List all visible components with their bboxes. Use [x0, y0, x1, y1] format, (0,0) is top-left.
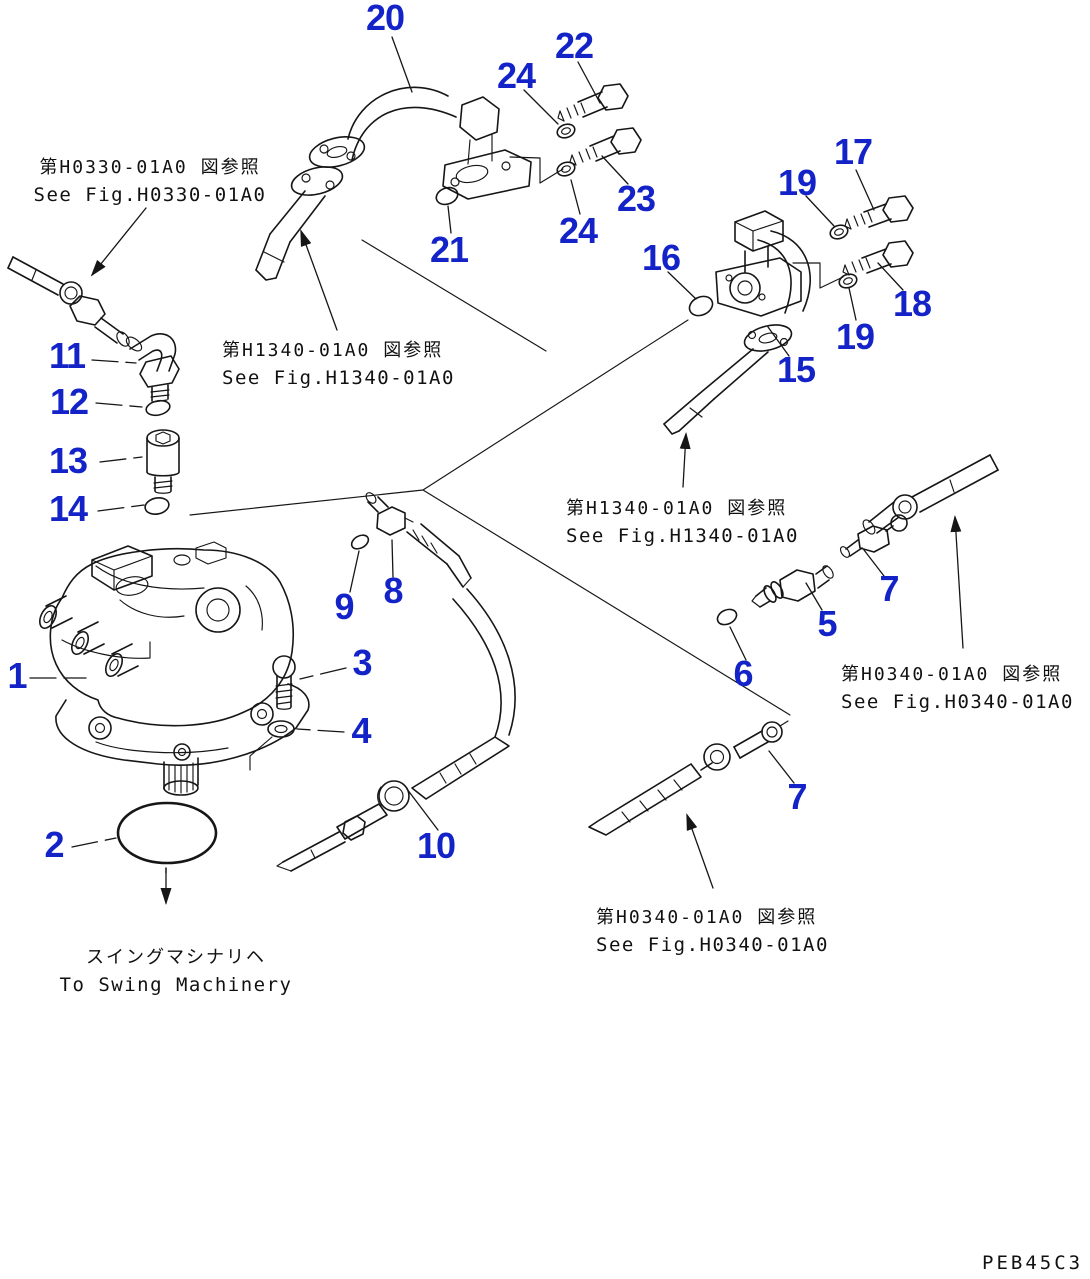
part-20-hose: [308, 86, 532, 200]
oring-12: [145, 399, 171, 417]
callout-13: 13: [48, 440, 88, 481]
oring-14: [144, 496, 170, 516]
callout-1: 1: [7, 655, 27, 696]
washer-19-top: [829, 224, 849, 240]
callout-14: 14: [48, 488, 88, 529]
fitting-7-top: [839, 514, 908, 558]
ref-note-h0340-upper: 第H0340-01A0 図参照 See Fig.H0340-01A0: [841, 660, 1074, 713]
ref-note-h1340-upper: 第H1340-01A0 図参照 See Fig.H1340-01A0: [222, 336, 455, 389]
washer-4: [249, 720, 295, 771]
oring-2: [116, 801, 218, 865]
callout-2: 2: [44, 824, 64, 865]
part-15-elbow: [663, 210, 811, 435]
fitting-13: [146, 429, 180, 494]
part-h0340-hose-upper: [862, 454, 999, 535]
bolt-22: [557, 83, 629, 122]
part-h0330-hose: [7, 256, 130, 347]
callout-7-b: 7: [787, 776, 807, 817]
callout-15: 15: [776, 349, 816, 390]
callout-11: 11: [48, 335, 86, 376]
callout-12: 12: [49, 381, 89, 422]
plug-9: [350, 534, 370, 550]
callout-22: 22: [554, 25, 594, 66]
note-arrows: [90, 207, 964, 905]
callout-19-a: 19: [777, 162, 817, 203]
part-10-hose: [276, 523, 516, 872]
bolt-23: [569, 127, 642, 166]
callout-7-a: 7: [879, 568, 899, 609]
ref-note-jp: 第H1340-01A0 図参照: [566, 498, 788, 519]
callout-10: 10: [416, 825, 456, 866]
part-code: PEB45C3: [982, 1252, 1084, 1274]
ref-note-jp: 第H0340-01A0 図参照: [596, 907, 818, 928]
part-h0340-hose-lower: [588, 743, 731, 836]
ref-note-en: See Fig.H1340-01A0: [566, 525, 799, 547]
callout-5: 5: [817, 603, 837, 644]
bolt-3: [272, 655, 296, 710]
ref-note-en: See Fig.H0340-01A0: [596, 934, 829, 956]
callout-18: 18: [892, 283, 932, 324]
part-h1340-pipe-upper: [255, 166, 344, 281]
ref-note-en: See Fig.H0330-01A0: [33, 184, 267, 206]
ref-note-jp: 第H1340-01A0 図参照: [222, 340, 444, 361]
callout-17: 17: [833, 131, 873, 172]
callout-3: 3: [352, 642, 372, 683]
ref-arrow-h0340-lower: [686, 813, 714, 889]
to-swing-machinery-note: スイングマシナリヘ To Swing Machinery: [56, 943, 296, 996]
callout-8: 8: [383, 570, 403, 611]
ref-arrow-h0330: [90, 207, 147, 277]
callout-24-a: 24: [496, 55, 536, 96]
callout-9: 9: [334, 586, 354, 627]
callout-19-b: 19: [835, 316, 875, 357]
ref-note-h0340-lower: 第H0340-01A0 図参照 See Fig.H0340-01A0: [596, 903, 829, 956]
callout-4: 4: [351, 710, 371, 751]
ref-arrow-h1340-lower: [679, 432, 691, 488]
bolt-17: [844, 195, 914, 230]
washer-24-top: [556, 123, 576, 139]
oring-16: [688, 295, 714, 317]
ref-note-en: See Fig.H0340-01A0: [841, 691, 1074, 713]
callout-23: 23: [616, 178, 656, 219]
to-swing-machinery-en: To Swing Machinery: [59, 974, 293, 996]
washer-19-bottom: [838, 273, 858, 289]
oring-6: [716, 608, 738, 626]
to-swing-machinery-jp: スイングマシナリヘ: [86, 947, 266, 968]
callout-20: 20: [365, 0, 405, 38]
ref-note-h0330: 第H0330-01A0 図参照 See Fig.H0330-01A0: [30, 153, 270, 206]
washer-24-bottom: [556, 161, 576, 177]
callout-6: 6: [733, 653, 753, 694]
ref-arrow-h0340-upper: [950, 515, 964, 649]
fitting-5: [751, 565, 834, 608]
part-1-swing-motor: [38, 541, 310, 796]
callout-24-b: 24: [558, 210, 598, 251]
oring-21: [435, 186, 459, 206]
ref-note-h1340-lower: 第H1340-01A0 図参照 See Fig.H1340-01A0: [566, 494, 799, 547]
callout-21: 21: [429, 229, 469, 270]
ref-arrow-h1340-upper: [300, 229, 338, 331]
ref-note-jp: 第H0340-01A0 図参照: [841, 664, 1063, 685]
elbow-11: [125, 333, 180, 403]
fitting-7-bottom: [733, 720, 789, 759]
callout-16: 16: [641, 237, 681, 278]
ref-note-jp: 第H0330-01A0 図参照: [39, 157, 261, 178]
ref-note-en: See Fig.H1340-01A0: [222, 367, 455, 389]
bolt-18: [842, 240, 914, 276]
witness-lines: [189, 156, 844, 716]
fitting-8: [365, 492, 414, 536]
